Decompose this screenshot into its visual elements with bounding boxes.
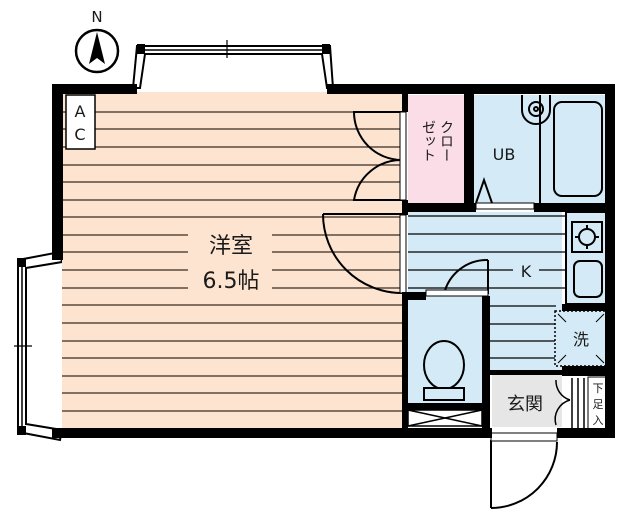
bathtub-icon: [521, 95, 603, 203]
toilet-door[interactable]: [443, 258, 489, 295]
compass-label: N: [91, 8, 102, 26]
aircon-label: A: [75, 102, 86, 121]
laundry-marks: [557, 313, 605, 364]
closet-label: クロー: [438, 120, 454, 162]
closet-label: ゼット: [420, 120, 436, 162]
closet: [408, 95, 464, 203]
compass-icon: N: [74, 8, 120, 74]
left-bay-window: [14, 250, 64, 442]
aircon-label: C: [74, 125, 85, 144]
shoe-box-label: 足: [593, 398, 604, 411]
shoe-box-label: 下: [593, 382, 604, 395]
stove-icon: [571, 221, 603, 253]
toilet-room: [408, 299, 482, 403]
kitchen: [408, 212, 562, 304]
floor-boards: [62, 111, 402, 412]
top-bay-window: [131, 40, 335, 89]
kitchen-label: K: [521, 262, 532, 281]
unit-bath-label: UB: [493, 145, 516, 164]
shoe-box-label: 入: [593, 414, 604, 427]
sink-icon: [573, 260, 603, 298]
walls: [52, 84, 615, 438]
closet-door[interactable]: [352, 111, 403, 201]
room-name: 洋室: [209, 234, 253, 259]
entrance: [492, 375, 562, 427]
aircon-unit: [65, 94, 96, 150]
shoe-box-door[interactable]: [554, 378, 585, 428]
room-size: 6.5帖: [203, 269, 260, 294]
room-door[interactable]: [322, 213, 403, 294]
laundry-label: 洗: [573, 330, 589, 349]
front-door[interactable]: [490, 440, 558, 509]
toilet-icon: [423, 340, 465, 401]
entrance-label: 玄関: [507, 394, 543, 415]
kitchen-floor-lines: [408, 215, 566, 359]
